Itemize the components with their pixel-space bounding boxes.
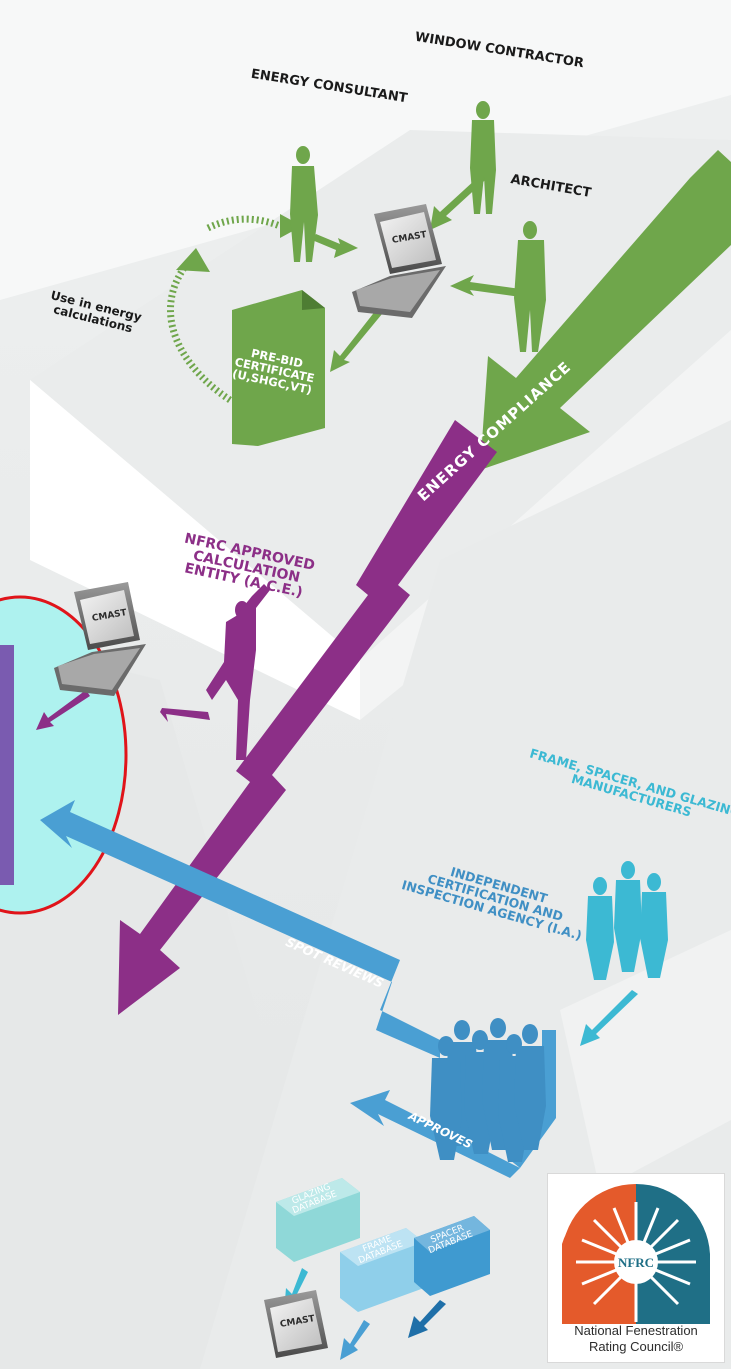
cmast-laptop-bottom — [264, 1290, 328, 1358]
arrow-frame-down — [340, 1320, 370, 1360]
manufacturers-figures — [586, 861, 668, 980]
cmast-laptop-top — [352, 204, 446, 318]
energy-consultant-figure — [290, 146, 318, 262]
upper-platform-top — [30, 130, 731, 660]
window-contractor-figure — [470, 101, 496, 214]
nfrc-logo: NFRC National Fenestration Rating Counci… — [547, 1173, 725, 1363]
architect-figure — [514, 221, 546, 352]
arrow-cmast-to-certificate — [330, 310, 382, 372]
frame-database-block — [340, 1228, 424, 1312]
ace-figure — [206, 584, 270, 760]
arrow-ace-left — [160, 700, 210, 722]
nfrc-logo-mark: NFRC — [562, 1183, 710, 1324]
cmast-laptop-middle — [54, 582, 146, 696]
inspection-agency-figures — [430, 1018, 546, 1162]
floor-step — [560, 930, 731, 1190]
arrow-cmast-down — [36, 690, 90, 730]
highlight-ring — [0, 595, 128, 915]
arrow-manufacturers-down — [580, 990, 638, 1046]
arrow-architect-to-cmast — [450, 275, 528, 298]
energy-compliance-arrow-green — [480, 150, 731, 470]
spot-reviews-arrow — [40, 800, 440, 1058]
glazing-database-block — [276, 1178, 360, 1262]
highlighted-panel — [0, 645, 14, 885]
loop-arrowhead-up — [176, 248, 210, 272]
logo-name-line1: National Fenestration — [574, 1323, 698, 1338]
logo-name-line2: Rating Council® — [588, 1339, 684, 1354]
arrow-consultant-to-cmast — [312, 234, 358, 258]
back-wall — [0, 0, 731, 300]
upper-platform-face — [30, 380, 360, 720]
energy-compliance-arrow-purple — [118, 420, 497, 1015]
nfrc-mark-text: NFRC — [618, 1255, 654, 1270]
energy-calc-loop — [167, 252, 232, 403]
spacer-database-block — [414, 1216, 490, 1296]
arrow-spacer-down — [408, 1300, 446, 1338]
pre-bid-certificate — [232, 290, 325, 446]
